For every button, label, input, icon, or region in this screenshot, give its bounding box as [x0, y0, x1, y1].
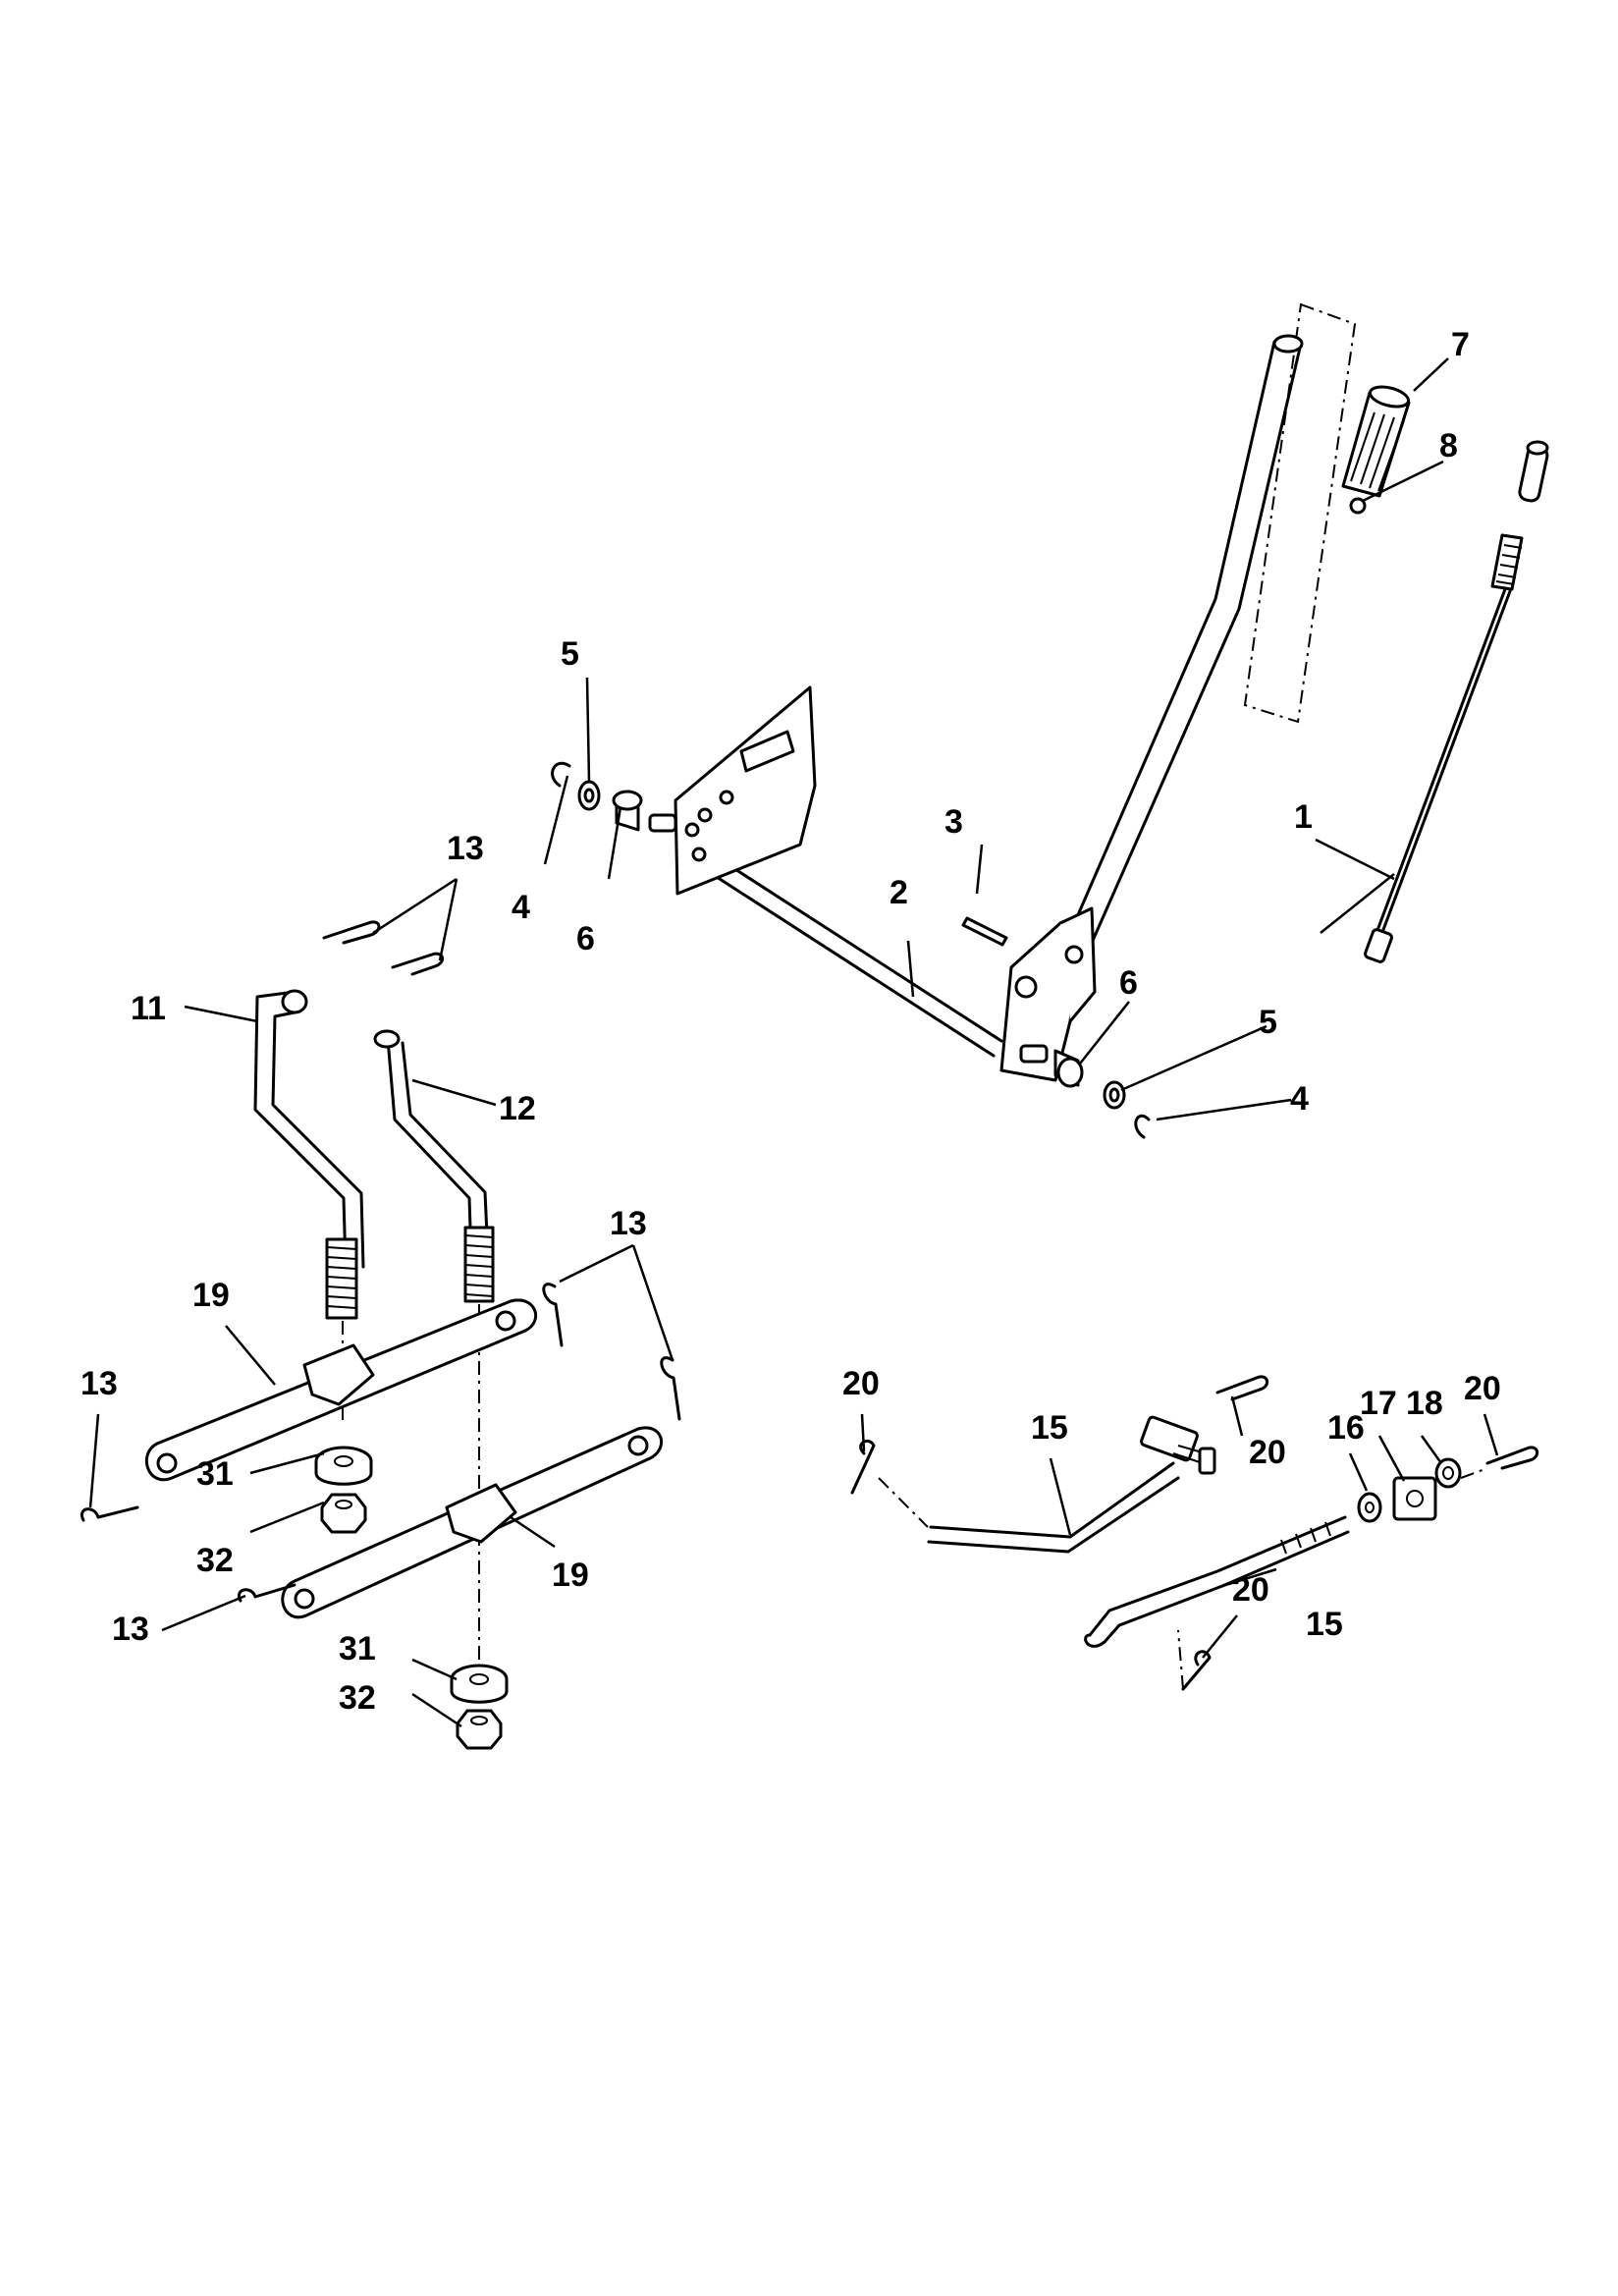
part-5-washer-right	[1103, 1080, 1126, 1110]
callout-6-right: 6	[1119, 964, 1138, 1002]
part-20-hairpin-clip-right	[1460, 1446, 1538, 1479]
callout-19-upper: 19	[192, 1277, 230, 1314]
callout-31-upper: 31	[196, 1455, 234, 1493]
callout-16: 16	[1327, 1409, 1365, 1447]
callout-20-right: 20	[1464, 1370, 1501, 1407]
part-20-hairpin-clip-top	[1215, 1375, 1268, 1401]
mounting-plate	[674, 685, 817, 896]
callout-7: 7	[1451, 326, 1470, 363]
callout-20-bottom: 20	[1232, 1571, 1269, 1609]
part-13-hairpin-clip-top-b	[391, 952, 444, 976]
part-13-hairpin-clip-mid-a	[542, 1283, 564, 1347]
part-15-link-rod-upper	[927, 1415, 1216, 1554]
callout-20-top: 20	[1249, 1434, 1286, 1471]
leader-lines	[88, 357, 1499, 1728]
part-5-washer-left	[577, 780, 601, 811]
part-31-spacer-upper	[314, 1446, 373, 1486]
callout-11: 11	[131, 990, 166, 1027]
part-19-lift-arm-lower	[281, 1426, 663, 1619]
callout-17: 17	[1360, 1385, 1397, 1422]
callout-8: 8	[1439, 427, 1458, 465]
part-8-fastener	[1349, 497, 1367, 515]
part-13-hairpin-clip-left	[80, 1505, 139, 1522]
part-32-nut-upper	[320, 1493, 367, 1534]
lift-bracket	[999, 906, 1097, 1082]
part-11-lift-link	[253, 989, 365, 1424]
part-16-washer	[1357, 1492, 1382, 1523]
part-1-plunger-rod	[1364, 440, 1549, 963]
part-3-roll-pin	[961, 916, 1008, 947]
callout-5-left: 5	[561, 635, 579, 673]
part-13-hairpin-clip-top-a	[322, 920, 381, 945]
part-4-retaining-clip-right	[1134, 1114, 1151, 1139]
part-4-retaining-clip-left	[551, 762, 571, 788]
part-12-lift-link	[373, 1029, 495, 1669]
part-32-nut-lower	[456, 1709, 503, 1750]
part-15-link-rod-lower	[1084, 1515, 1350, 1648]
part-7-handle-grip	[1341, 385, 1411, 498]
part-18-nut	[1434, 1457, 1462, 1489]
callout-12: 12	[499, 1090, 536, 1127]
lift-handle-lever	[1068, 334, 1304, 945]
callout-13-top: 13	[447, 830, 484, 867]
callout-4-right: 4	[1290, 1080, 1309, 1118]
callout-18: 18	[1406, 1385, 1443, 1422]
callout-labels: 1 2 3 4 4 5 5 6 6 7 8 11 12 13 13 13 13 …	[81, 326, 1501, 1717]
part-19-lift-arm-upper	[144, 1298, 538, 1482]
callout-4-left: 4	[512, 889, 530, 926]
callout-20-left: 20	[842, 1365, 880, 1402]
callout-13-left: 13	[81, 1365, 118, 1402]
callout-13-bottom: 13	[112, 1611, 149, 1648]
callout-5-right: 5	[1259, 1004, 1277, 1041]
handle-extension-outline	[1243, 302, 1357, 724]
part-20-hairpin-clip-bottom	[1177, 1629, 1212, 1691]
callout-2: 2	[890, 874, 908, 911]
callout-3: 3	[944, 803, 963, 841]
callout-32-lower: 32	[339, 1679, 376, 1717]
part-13-hairpin-clip-mid-b	[660, 1356, 681, 1421]
callout-31-lower: 31	[339, 1630, 376, 1667]
callout-32-upper: 32	[196, 1542, 234, 1579]
part-6-bushing-left	[612, 790, 677, 833]
callout-15-lower: 15	[1306, 1606, 1343, 1643]
part-17-trunnion	[1392, 1476, 1437, 1521]
callout-6-left: 6	[576, 920, 595, 957]
callout-15-upper: 15	[1031, 1409, 1068, 1447]
callout-19-lower: 19	[552, 1557, 589, 1594]
part-31-spacer-lower	[450, 1664, 509, 1704]
callout-1: 1	[1294, 798, 1313, 836]
part-20-hairpin-clip-left	[850, 1440, 929, 1528]
callout-13-mid: 13	[610, 1205, 647, 1242]
part-6-bushing-right	[1019, 1044, 1084, 1088]
part-2-lift-shaft	[685, 841, 1003, 1058]
